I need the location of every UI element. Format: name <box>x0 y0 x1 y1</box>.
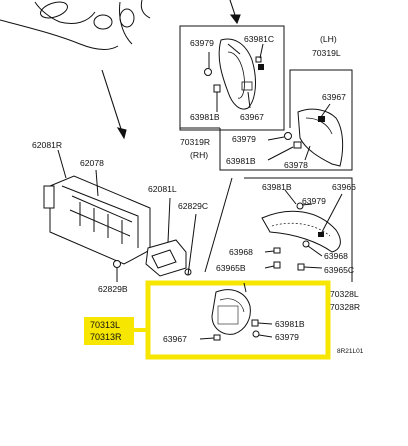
label-62081r: 62081R <box>32 140 62 150</box>
lh-group-box <box>180 69 353 171</box>
label-70328l: 70328L <box>330 289 359 299</box>
highlight-group <box>84 280 331 360</box>
label-63981b-lh: 63981B <box>226 156 256 166</box>
label-70313r: 70313R <box>90 332 122 342</box>
label-70319r: 70319R <box>180 137 210 147</box>
label-63967-bot: 63967 <box>163 334 187 344</box>
label-63981b-mid: 63981B <box>262 182 292 192</box>
label-63981b-top: 63981B <box>190 112 220 122</box>
label-63981c-top: 63981C <box>244 34 274 44</box>
mid-group-box <box>244 177 353 282</box>
label-63979-mid: 63979 <box>302 196 326 206</box>
vehicle-sketch <box>0 0 151 51</box>
label-62078: 62078 <box>80 158 104 168</box>
label-63966: 63966 <box>332 182 356 192</box>
label-62081l: 62081L <box>148 184 177 194</box>
label-lh: (LH) <box>320 34 337 44</box>
pointer-arrows <box>101 0 241 140</box>
label-63968-a: 63968 <box>229 247 253 257</box>
label-63978: 63978 <box>284 160 308 170</box>
label-63965c: 63965C <box>324 265 354 275</box>
label-62829b: 62829B <box>98 284 128 294</box>
label-63967-top: 63967 <box>240 112 264 122</box>
label-63967-lh: 63967 <box>322 92 346 102</box>
part-labels: 63979 63981C 63981B 63967 70319R (RH) (L… <box>32 34 364 355</box>
label-70319l: 70319L <box>312 48 341 58</box>
rh-group-box <box>179 25 285 131</box>
duct-assembly <box>43 149 233 282</box>
label-63979-lh: 63979 <box>232 134 256 144</box>
label-63981b-bot: 63981B <box>275 319 305 329</box>
label-63968-b: 63968 <box>324 251 348 261</box>
label-63965b: 63965B <box>216 263 246 273</box>
label-70313l: 70313L <box>90 320 120 330</box>
label-62829c: 62829C <box>178 201 208 211</box>
label-rh: (RH) <box>190 150 208 160</box>
label-reference-code: 8R21L01 <box>337 348 364 355</box>
label-70328r: 70328R <box>330 302 360 312</box>
label-63979-top: 63979 <box>190 38 214 48</box>
label-63979-bot: 63979 <box>275 332 299 342</box>
